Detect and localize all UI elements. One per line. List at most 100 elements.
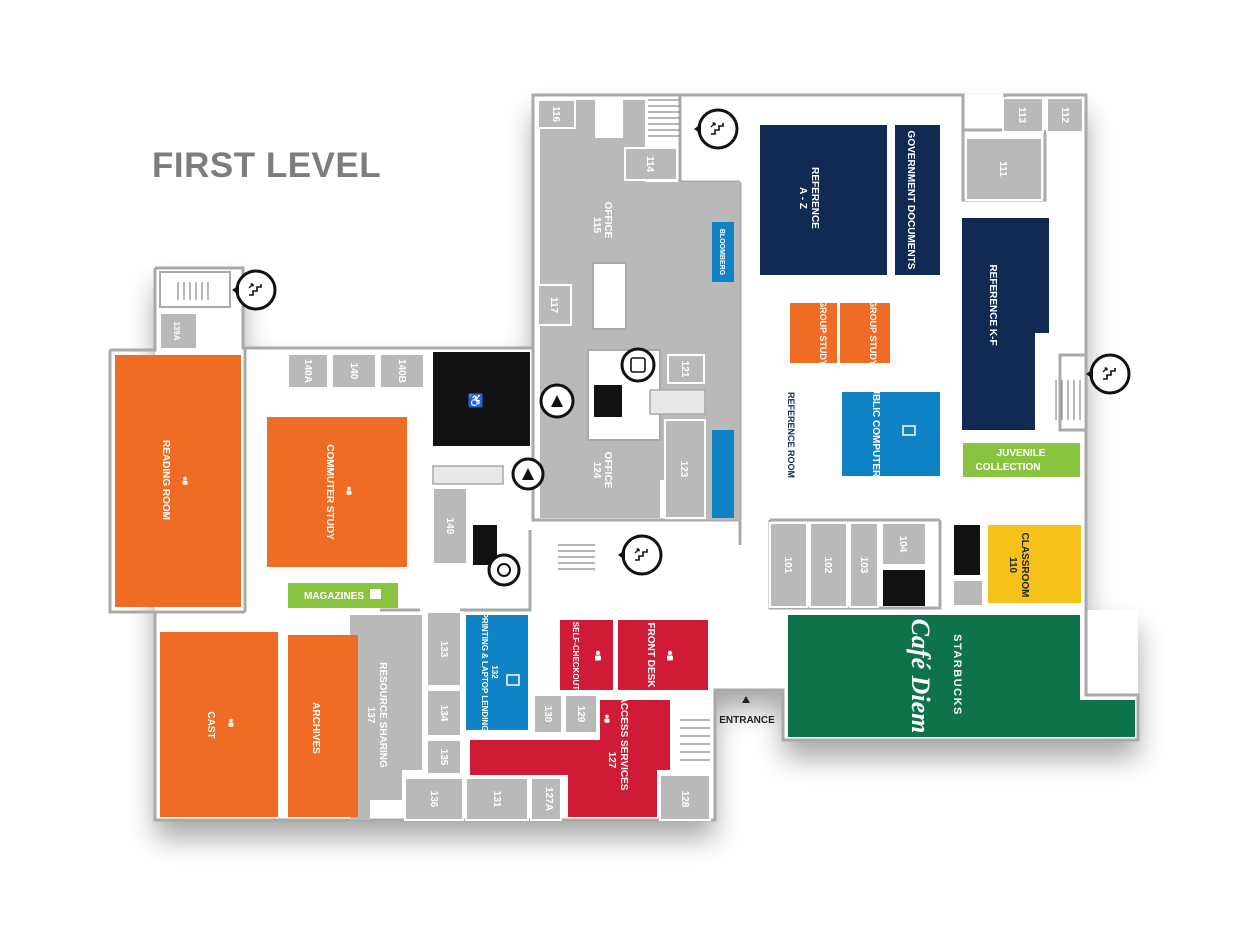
small-rooms (159, 97, 1084, 821)
water-fountain-pin-west[interactable] (511, 457, 545, 491)
reading-room (115, 355, 241, 607)
entrance-arrow-icon (742, 696, 750, 703)
room-140b: 140B (396, 359, 407, 383)
resource-sharing-num: 137 (365, 707, 376, 724)
room-102: 102 (822, 557, 833, 574)
reading-room-label: READING ROOM (160, 440, 171, 520)
magazines-label: MAGAZINES (304, 591, 364, 602)
room-140a: 140A (302, 359, 313, 383)
bloomberg-room (712, 222, 734, 282)
restroom-east (954, 525, 980, 575)
room-112: 112 (1059, 107, 1070, 124)
cast-label: CAST (205, 711, 216, 738)
elevator-pin[interactable] (620, 347, 656, 383)
room-149: 149 (444, 518, 455, 535)
juvenile-label-2: COLLECTION (976, 462, 1041, 473)
archives-label: ARCHIVES (310, 702, 321, 754)
printing-label: PRINTING & LAPTOP LENDING (480, 613, 489, 732)
bloomberg-label: BLOOMBERG (718, 229, 725, 276)
archives-room (288, 635, 358, 817)
public-computers-room (842, 392, 940, 476)
room-134: 134 (438, 705, 449, 722)
printer-pin[interactable] (487, 553, 521, 587)
access-services-room (470, 700, 670, 817)
juvenile-collection-area (963, 443, 1080, 477)
office-115-num: 115 (591, 217, 602, 234)
cafe-name-label: Café Diem (906, 619, 935, 734)
classroom-110 (988, 525, 1081, 603)
government-documents-room (895, 125, 940, 275)
reference-az-label: REFERENCE (809, 167, 820, 229)
blue-kiosk (712, 430, 734, 518)
stairs-north-west (159, 271, 231, 308)
room-127a: 127A (543, 787, 554, 811)
computer-icon (902, 425, 916, 436)
cast-room (160, 632, 278, 817)
resource-sharing-room (350, 615, 422, 820)
reference-room-label: REFERENCE ROOM (786, 392, 796, 478)
cafe-brand-label: STARBUCKS (951, 634, 963, 716)
reference-kf-label: REFERENCE K-F (987, 264, 998, 345)
office-115-label: OFFICE (602, 202, 613, 239)
room-139a: 139A (172, 321, 181, 340)
stairs-north (648, 99, 680, 137)
room-136: 136 (428, 791, 439, 808)
room-111: 111 (997, 161, 1008, 177)
access-services-label: ACCESS SERVICES (618, 696, 629, 791)
stairs-pin-west[interactable] (232, 269, 277, 311)
room-123: 123 (678, 461, 689, 478)
room-104: 104 (897, 536, 908, 553)
stairs-pin-east[interactable] (1086, 353, 1131, 395)
juvenile-label-1: JUVENILE (997, 448, 1046, 459)
stairs-pin-north[interactable] (694, 108, 739, 150)
group-study-label-1: GROUP STUDY (818, 300, 828, 366)
office-124-label: OFFICE (602, 452, 613, 489)
government-documents-label: GOVERNMENT DOCUMENTS (905, 131, 916, 270)
stairs-center (558, 544, 595, 570)
group-study-label-2: GROUP STUDY (868, 300, 878, 366)
group-study-room-1 (790, 303, 837, 363)
reference-az-room (760, 125, 887, 275)
laptop-icon (506, 674, 520, 686)
printing-num: 132 (490, 665, 499, 679)
access-services-num: 127 (606, 752, 617, 769)
resource-sharing-label: RESOURCE SHARING (377, 662, 388, 768)
page-title: FIRST LEVEL (152, 146, 382, 185)
restroom-west (433, 352, 530, 446)
room-116: 116 (550, 106, 561, 123)
stairs-pin-center[interactable] (618, 534, 663, 576)
restroom-west-icon: ♿ (468, 393, 484, 408)
front-desk-label: FRONT DESK (645, 623, 656, 689)
restroom-core-accessible (594, 385, 622, 417)
self-checkout-area (560, 620, 613, 690)
water-fountain-pin[interactable] (539, 383, 575, 419)
reference-kf-room (962, 218, 1049, 430)
room-135: 135 (438, 749, 449, 766)
room-130: 130 (542, 706, 553, 723)
room-131: 131 (491, 791, 502, 808)
classroom-label: CLASSROOM (1019, 533, 1030, 598)
room-128: 128 (679, 791, 690, 808)
group-study-room-2 (840, 303, 890, 363)
stairs-east (1055, 380, 1081, 420)
printing-laptop-room (466, 615, 528, 730)
room-113: 113 (1016, 107, 1027, 124)
entrance-label: ENTRANCE (719, 715, 775, 726)
office-window (592, 262, 627, 330)
classroom-num: 110 (1007, 557, 1018, 574)
room-114: 114 (644, 156, 655, 173)
room-103: 103 (858, 557, 869, 574)
room-140: 140 (348, 363, 359, 380)
front-desk-area (618, 620, 708, 690)
commuter-study-label: COMMUTER STUDY (324, 444, 335, 540)
public-computers-label: PUBLIC COMPUTERS (870, 380, 881, 484)
commuter-study-room (267, 417, 407, 567)
office-124-num: 124 (591, 462, 602, 479)
cafe-diem (788, 615, 1135, 737)
room-129: 129 (575, 706, 586, 723)
self-checkout-label: SELF-CHECKOUT (571, 622, 580, 691)
room-117: 117 (548, 297, 559, 314)
magazines-icon (370, 589, 381, 599)
room-133: 133 (438, 641, 449, 658)
room-121: 121 (679, 361, 690, 378)
